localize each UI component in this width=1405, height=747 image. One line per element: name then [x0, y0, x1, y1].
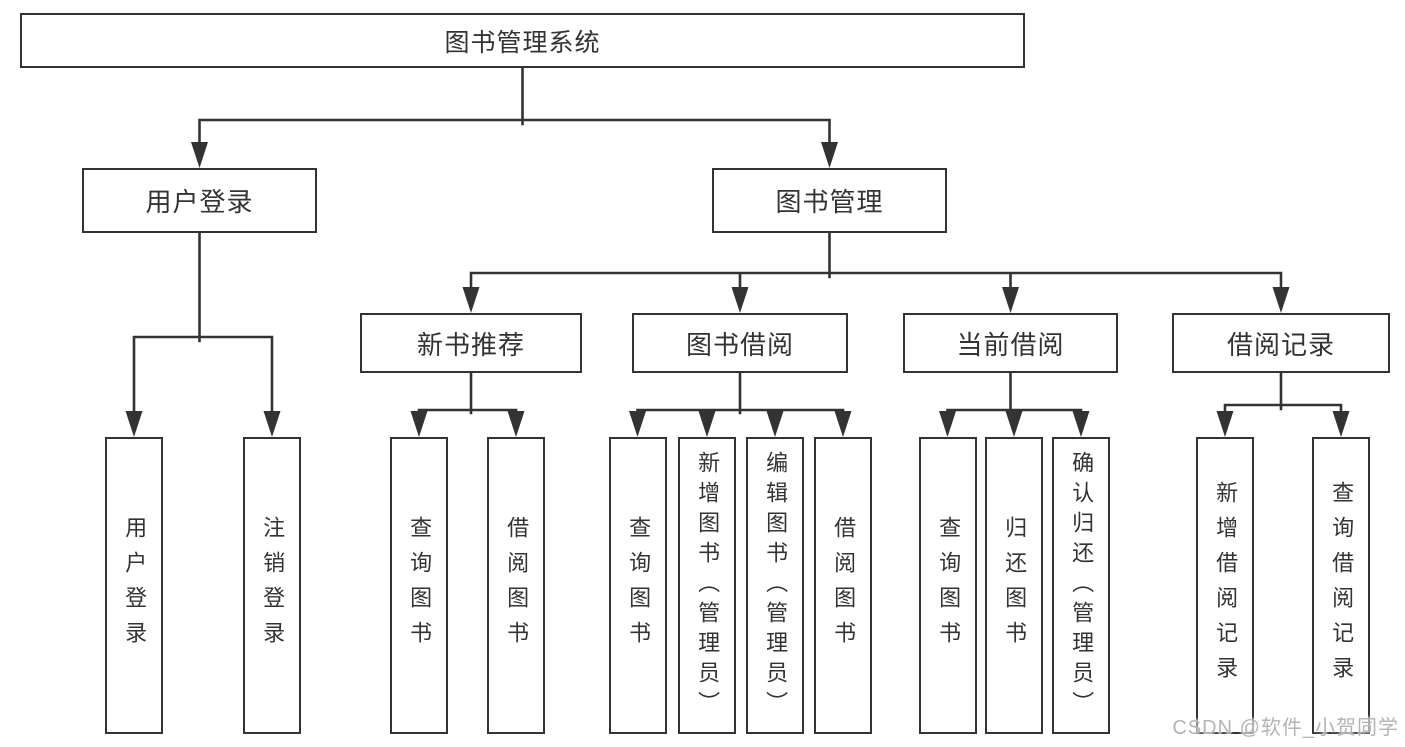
leaf-confirm-return-admin-label: 确认归还（管理员） [1069, 450, 1095, 721]
leaf-logout-label: 注销登录 [260, 515, 286, 656]
leaf-query-book-current: 查询图书 [919, 437, 977, 734]
leaf-add-book-admin-label: 新增图书（管理员） [695, 450, 721, 721]
leaf-query-borrow-record-label: 查询借阅记录 [1329, 480, 1355, 691]
node-user-login: 用户登录 [82, 168, 317, 233]
leaf-query-book-borrow-label: 查询图书 [626, 515, 652, 656]
csdn-watermark: CSDN @软件_小贺同学 [1172, 717, 1399, 739]
leaf-confirm-return-admin: 确认归还（管理员） [1052, 437, 1110, 734]
leaf-user-login-label: 用户登录 [122, 515, 148, 656]
node-root-system: 图书管理系统 [20, 13, 1025, 68]
leaf-edit-book-admin-label: 编辑图书（管理员） [763, 450, 789, 721]
leaf-query-book-current-label: 查询图书 [936, 515, 962, 656]
node-new-book-recommend: 新书推荐 [360, 313, 582, 373]
leaf-return-book: 归还图书 [985, 437, 1043, 734]
leaf-query-book-recommend: 查询图书 [390, 437, 448, 734]
leaf-add-borrow-record-label: 新增借阅记录 [1213, 480, 1239, 691]
node-book-borrow: 图书借阅 [632, 313, 848, 373]
leaf-borrow-book-recommend: 借阅图书 [487, 437, 545, 734]
leaf-query-book-recommend-label: 查询图书 [407, 515, 433, 656]
leaf-add-borrow-record: 新增借阅记录 [1196, 437, 1254, 734]
node-current-borrow: 当前借阅 [903, 313, 1118, 373]
leaf-query-borrow-record: 查询借阅记录 [1312, 437, 1370, 734]
leaf-edit-book-admin: 编辑图书（管理员） [746, 437, 804, 734]
leaf-user-login: 用户登录 [105, 437, 163, 734]
leaf-borrow-book-recommend-label: 借阅图书 [504, 515, 530, 656]
leaf-query-book-borrow: 查询图书 [609, 437, 667, 734]
arrowhead-icons [125, 142, 1350, 437]
leaf-borrow-book: 借阅图书 [814, 437, 872, 734]
leaf-borrow-book-label: 借阅图书 [831, 515, 857, 656]
node-book-management: 图书管理 [712, 168, 947, 233]
node-borrow-record: 借阅记录 [1172, 313, 1390, 373]
leaf-logout: 注销登录 [243, 437, 301, 734]
leaf-add-book-admin: 新增图书（管理员） [678, 437, 736, 734]
leaf-return-book-label: 归还图书 [1002, 515, 1028, 656]
